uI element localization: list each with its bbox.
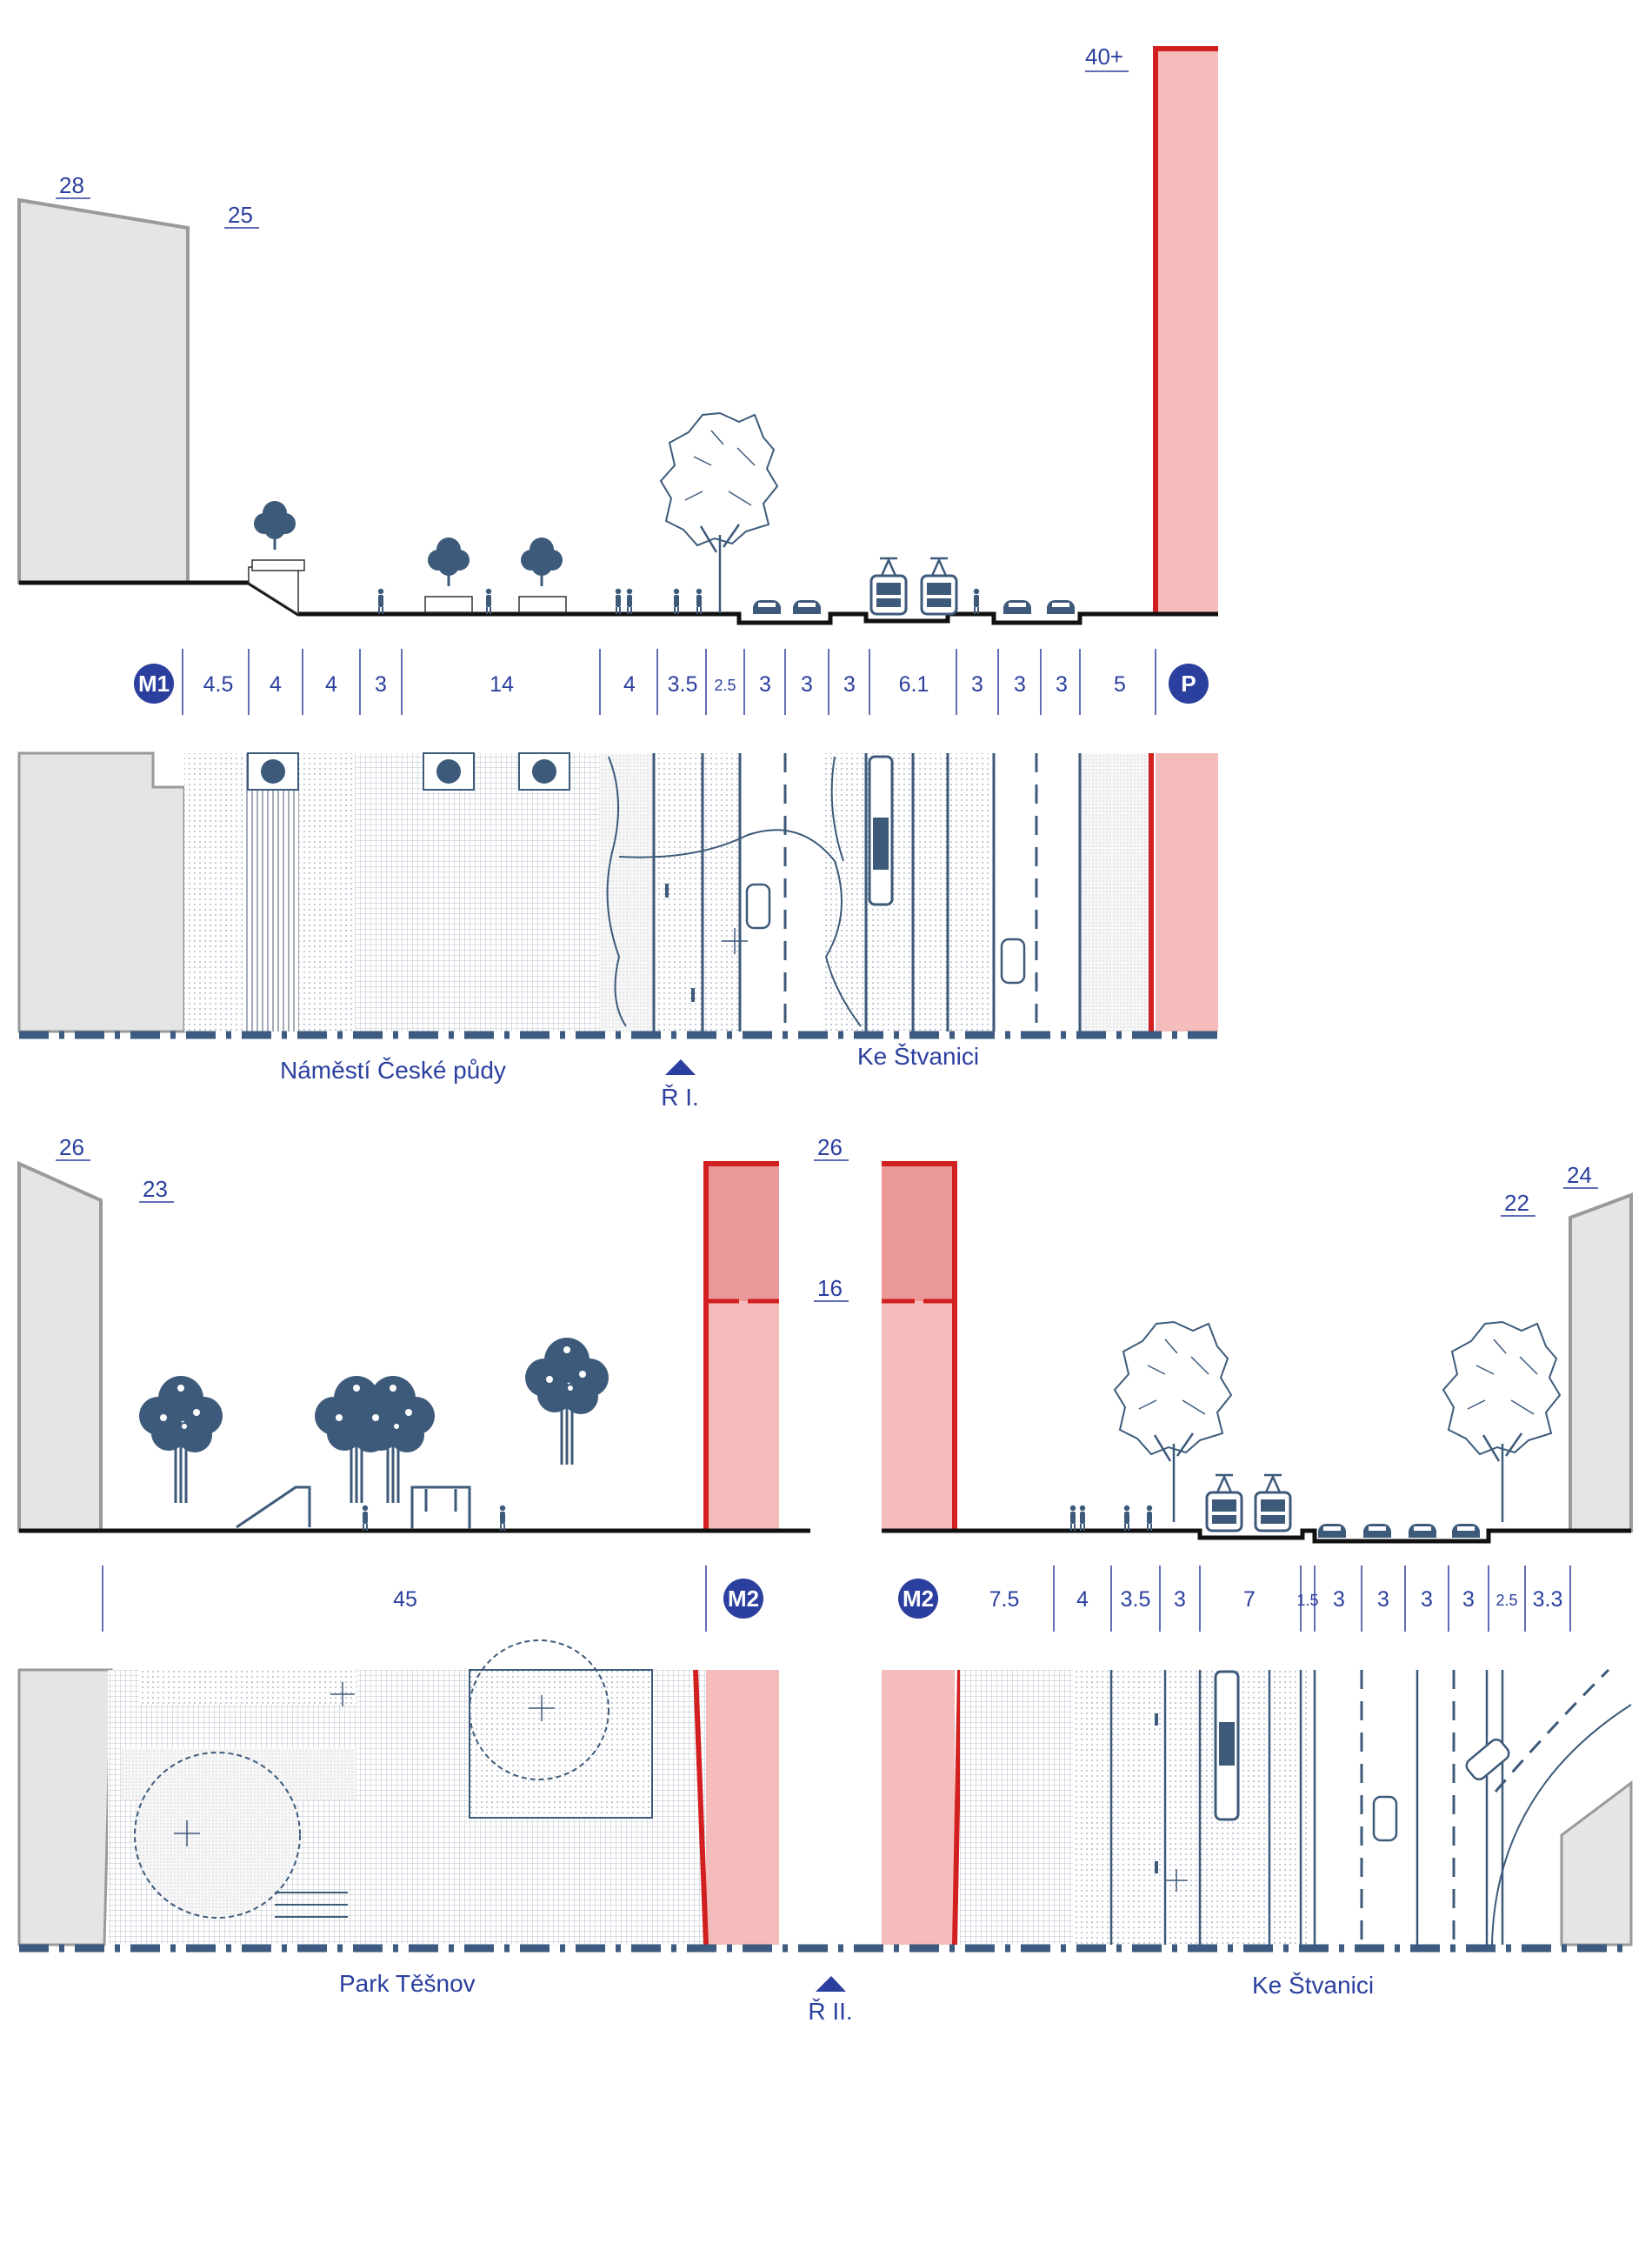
section1-plan: Ř I. Náměstí České půdy Ke Štvanici <box>17 751 1218 1111</box>
dim-label: 3 <box>843 672 856 697</box>
height-label-left-setback-2: 23 <box>143 1176 168 1202</box>
section-mark-2: Ř II. <box>808 1998 852 2025</box>
street-label-namesti: Náměstí České půdy <box>280 1057 506 1084</box>
dim-label: 7 <box>1243 1587 1256 1612</box>
height-label-left-building: 28 <box>59 172 84 198</box>
marker-m1 <box>134 664 174 704</box>
marker-m1-label: M1 <box>138 671 170 697</box>
height-label-red-mid: 16 <box>817 1275 843 1301</box>
section2-plan: Ř II. Park Těšnov Ke Štvanici <box>17 1639 1633 2025</box>
dim-label: 3.3 <box>1533 1587 1563 1612</box>
marker-p <box>1169 664 1209 704</box>
dim-label: 3 <box>1462 1587 1475 1612</box>
section1-elevation: 28 25 40+ <box>17 43 1218 625</box>
dim-label: 2.5 <box>1495 1592 1517 1609</box>
dim-label: 4.5 <box>203 672 234 697</box>
dim-label: 1.5 <box>1296 1592 1318 1609</box>
dim-label: 3 <box>1333 1587 1345 1612</box>
dim-label: 7.5 <box>989 1587 1020 1612</box>
dim-label: 3.5 <box>1121 1587 1151 1612</box>
dim-label: 3 <box>801 672 813 697</box>
height-label-right-setback-2: 22 <box>1504 1190 1529 1216</box>
marker-p-label: P <box>1181 671 1196 697</box>
dim-label: 3 <box>375 672 387 697</box>
dim-label: 3 <box>1421 1587 1433 1612</box>
dim-label: 4 <box>325 672 337 697</box>
dim-label: 5 <box>1114 672 1126 697</box>
dim-label: 3 <box>971 672 983 697</box>
dim-label: 3 <box>759 672 771 697</box>
dim-label: 4 <box>270 672 282 697</box>
marker-m2-left-label: M2 <box>728 1586 759 1612</box>
marker-m2-right-label: M2 <box>903 1586 934 1612</box>
ground-line-1 <box>19 580 1218 625</box>
dim-label: 3 <box>1377 1587 1389 1612</box>
height-label-left-setback: 25 <box>228 202 253 228</box>
section2-dimensions: 45 M2 M2 7.5 4 3.5 3 7 1.5 3 3 3 3 2.5 3… <box>102 1566 1571 1632</box>
section1-dimensions: M1 P 4.5 4 4 3 14 4 3.5 2.5 3 3 3 6.1 3 … <box>134 649 1209 715</box>
marker-m2-right <box>898 1579 938 1619</box>
section-mark-1: Ř I. <box>661 1084 699 1111</box>
dim-label: 45 <box>393 1587 417 1612</box>
section2-elevation: 26 23 26 16 24 22 <box>17 1134 1633 1544</box>
street-label-ke-stvanici-1: Ke Štvanici <box>857 1043 979 1070</box>
dim-label: 4 <box>623 672 636 697</box>
height-label-right-building-2: 24 <box>1567 1162 1592 1188</box>
dim-label: 14 <box>490 672 514 697</box>
height-label-left-building-2: 26 <box>59 1134 84 1160</box>
dim-label: 2.5 <box>714 677 736 694</box>
dim-label: 3 <box>1056 672 1068 697</box>
dim-label: 3 <box>1174 1587 1186 1612</box>
height-label-red-top: 26 <box>817 1134 843 1160</box>
dim-label: 6.1 <box>899 672 929 697</box>
dim-label: 3 <box>1014 672 1026 697</box>
street-label-ke-stvanici-2: Ke Štvanici <box>1252 1972 1374 1999</box>
height-label-right-block: 40+ <box>1085 43 1123 70</box>
left-building <box>17 197 190 584</box>
marker-m2-left <box>723 1579 763 1619</box>
street-label-park-tesnov: Park Těšnov <box>339 1970 476 1997</box>
dim-label: 3.5 <box>668 672 698 697</box>
dim-label: 4 <box>1076 1587 1089 1612</box>
right-planned-block <box>1156 49 1218 614</box>
